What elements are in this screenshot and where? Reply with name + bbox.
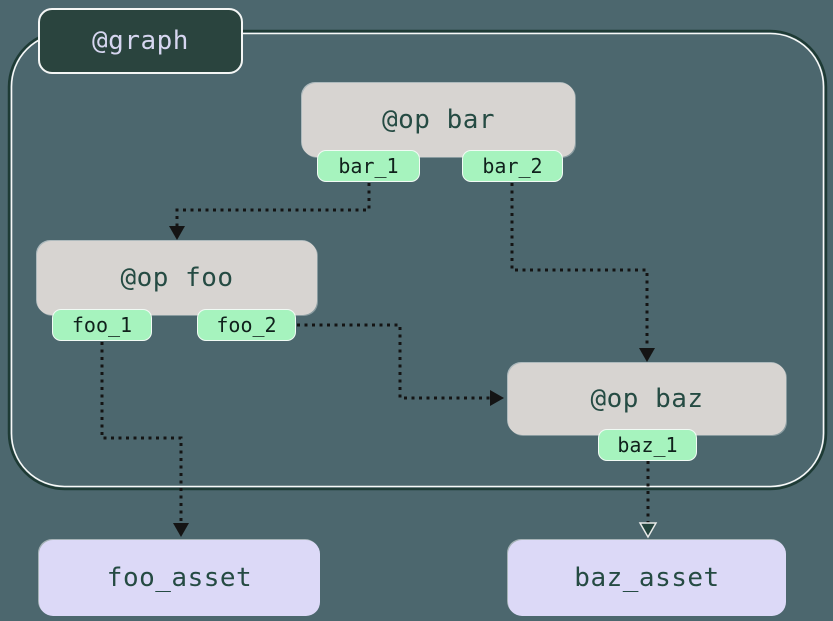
op-node-bar: @op bar bar_1 bar_2: [302, 83, 575, 182]
edge-foo1-to-foo-asset: [100, 342, 189, 537]
output-tag-bar-2: bar_2: [462, 150, 563, 182]
edge-baz1-to-baz-asset: [638, 461, 658, 539]
graph-label-text: @graph: [92, 26, 189, 56]
edge-bar2-to-baz: [510, 183, 655, 362]
asset-foo-label: foo_asset: [106, 563, 253, 593]
op-node-foo: @op foo foo_1 foo_2: [37, 241, 317, 341]
output-tag-baz-1: baz_1: [598, 429, 697, 461]
graph-label: @graph: [38, 8, 243, 74]
asset-baz-label: baz_asset: [574, 563, 720, 593]
asset-node-baz-asset: baz_asset: [508, 540, 786, 616]
op-baz-title: @op baz: [590, 384, 704, 414]
edge-foo2-to-baz: [297, 323, 504, 406]
asset-node-foo-asset: foo_asset: [39, 540, 320, 616]
arrowhead-down-icon: [173, 523, 189, 537]
arrowhead-right-icon: [490, 390, 504, 406]
output-tag-bar-1: bar_1: [317, 150, 420, 182]
op-foo-title: @op foo: [120, 263, 234, 293]
arrowhead-down-icon: [639, 348, 655, 362]
op-node-baz: @op baz baz_1: [508, 363, 786, 461]
op-bar-title: @op bar: [381, 105, 496, 135]
arrowhead-down-icon: [169, 226, 185, 240]
arrowhead-down-icon: [638, 522, 658, 539]
edge-bar1-to-foo: [169, 183, 371, 240]
output-tag-foo-2: foo_2: [197, 309, 296, 341]
output-tag-foo-1: foo_1: [52, 309, 152, 341]
